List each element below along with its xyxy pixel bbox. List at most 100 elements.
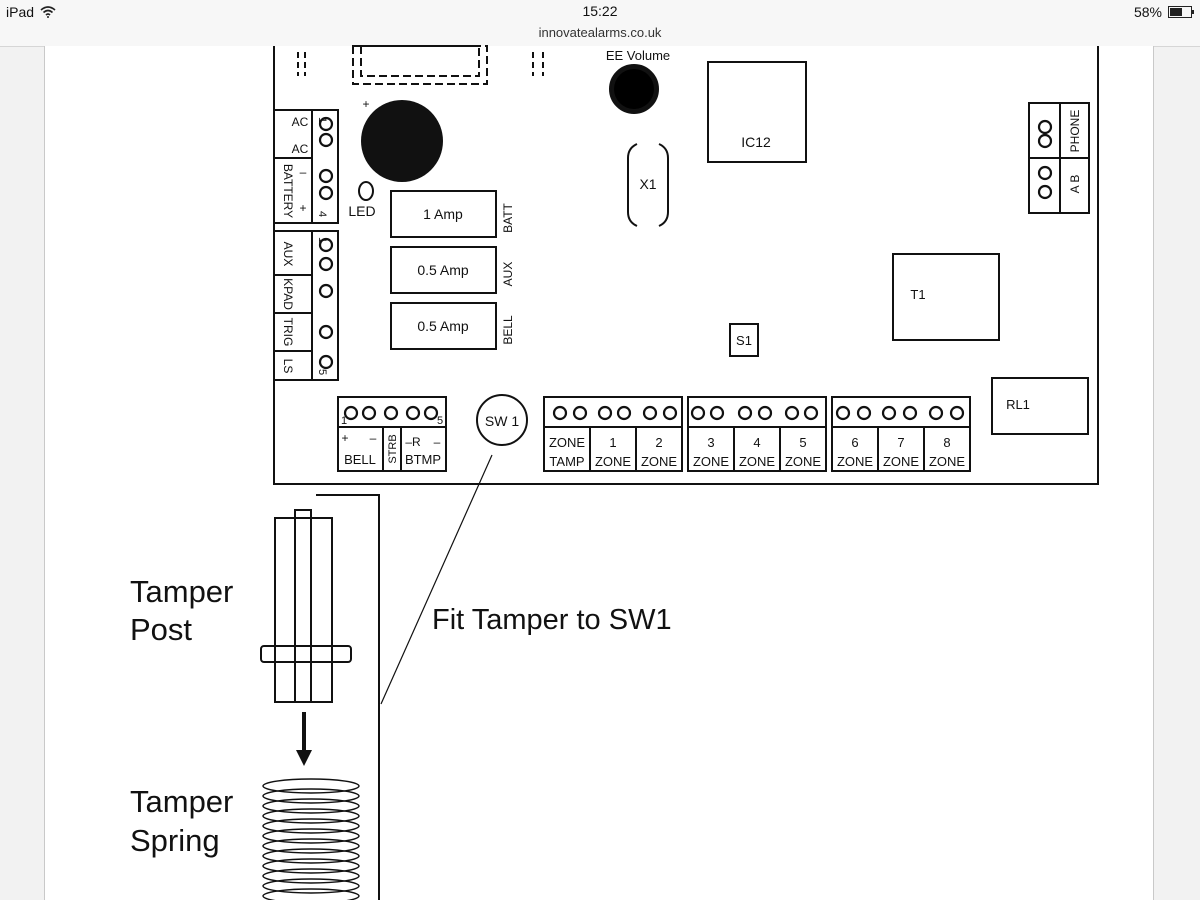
spring-coil xyxy=(262,888,360,900)
zone-8-number: 8 xyxy=(943,435,950,450)
device-name: iPad xyxy=(6,4,35,20)
rl1-label: RL1 xyxy=(1006,397,1030,412)
dashed-component-inner xyxy=(360,45,480,77)
terminal-pin-zone-block-2-4 xyxy=(757,405,773,421)
tamper-post-label-line1: Tamper xyxy=(130,574,233,609)
battery-minus: – xyxy=(300,165,307,179)
terminal-pin-zone-block-2-5 xyxy=(784,405,800,421)
spring-coil xyxy=(262,778,360,794)
terminal-pin-aux-3 xyxy=(318,283,334,299)
x1-label: X1 xyxy=(639,176,656,192)
zone-2-number: 2 xyxy=(655,435,662,450)
fuse-bell-rating: 0.5 Amp xyxy=(417,318,469,334)
fuse-aux-rating: 0.5 Amp xyxy=(417,262,469,278)
sw1-switch xyxy=(476,394,528,446)
phone-pin-2 xyxy=(1037,133,1053,149)
rl1-relay xyxy=(991,377,1089,435)
spring-coil xyxy=(262,868,360,884)
battery-label: BATTERY xyxy=(281,164,295,218)
fuse-aux xyxy=(390,246,497,294)
fuse-bell-label: BELL xyxy=(501,315,515,345)
tamper-spring-label-line2: Spring xyxy=(130,823,220,858)
pin-number-5-left: 5 xyxy=(316,369,328,375)
zone-5-label: ZONE xyxy=(785,454,821,469)
tamper-post-washer xyxy=(260,645,352,663)
battery-plus: + xyxy=(299,201,306,215)
fuse-batt xyxy=(390,190,497,238)
terminal-pin-zone-block-2-1 xyxy=(690,405,706,421)
kpad-label: KPAD xyxy=(281,278,295,310)
bell-pin-1: 1 xyxy=(341,415,347,427)
terminal-block-zones-tamp xyxy=(543,396,683,472)
zone-5-number: 5 xyxy=(799,435,806,450)
speaker-capacitor xyxy=(361,100,443,182)
case-edge xyxy=(316,494,380,900)
ee-volume-label: EE Volume xyxy=(606,48,670,63)
spring-coil xyxy=(262,818,360,834)
t1-transformer xyxy=(892,253,1000,341)
terminal-pin-zone-block-2-3 xyxy=(737,405,753,421)
status-left: iPad xyxy=(6,4,56,20)
minus2-label: – xyxy=(434,435,441,449)
pin-number-1-top: 1 xyxy=(316,117,328,123)
terminal-pin-zone-block-2-6 xyxy=(803,405,819,421)
zone-tamp-bottom: TAMP xyxy=(549,454,584,469)
wifi-icon xyxy=(40,6,56,18)
ic12-chip xyxy=(707,61,807,163)
terminal-pin-zone-block-1-4 xyxy=(616,405,632,421)
tamper-spring xyxy=(262,778,360,900)
terminal-pin-aux-1 xyxy=(318,237,334,253)
battery-icon xyxy=(1168,6,1194,18)
aux-label: AUX xyxy=(281,242,295,267)
tamper-post-rod xyxy=(294,509,312,703)
ios-status-bar: iPad 15:22 58% xyxy=(0,0,1200,24)
spring-coil xyxy=(262,878,360,894)
terminal-pin-aux-5 xyxy=(318,354,334,370)
document-page xyxy=(44,46,1154,900)
terminal-pin-bell-2 xyxy=(361,405,377,421)
led-label: LED xyxy=(348,203,375,219)
spring-coil xyxy=(262,808,360,824)
terminal-pin-zone-block-3-5 xyxy=(928,405,944,421)
ls-label: LS xyxy=(281,359,295,374)
terminal-pin-zone-block-3-3 xyxy=(881,405,897,421)
status-right: 58% xyxy=(1134,4,1194,20)
url-domain: innovatealarms.co.uk xyxy=(538,25,662,40)
terminal-pin-zone-block-3-4 xyxy=(902,405,918,421)
x1-crystal xyxy=(627,143,669,227)
zone-7-label: ZONE xyxy=(883,454,919,469)
ab-label: A B xyxy=(1068,175,1082,194)
dashed-mark-right xyxy=(532,52,544,76)
trig-label: TRIG xyxy=(281,318,295,347)
terminal-pin-bell-4 xyxy=(405,405,421,421)
terminal-pin-ac-battery-2 xyxy=(318,132,334,148)
ac-label-2: AC xyxy=(292,142,309,156)
zone-1-number: 1 xyxy=(609,435,616,450)
terminal-pin-bell-5 xyxy=(423,405,439,421)
s1-label: S1 xyxy=(736,333,752,348)
terminal-pin-zone-block-3-6 xyxy=(949,405,965,421)
zone-tamp-top: ZONE xyxy=(549,435,585,450)
battery-fill xyxy=(1170,8,1182,16)
spring-coil xyxy=(262,838,360,854)
zone-7-number: 7 xyxy=(897,435,904,450)
terminal-pin-ac-battery-1 xyxy=(318,116,334,132)
terminal-pin-aux-4 xyxy=(318,324,334,340)
terminal-pin-bell-3 xyxy=(383,405,399,421)
terminal-pin-zone-block-1-1 xyxy=(552,405,568,421)
terminal-block-ac-battery xyxy=(273,109,339,224)
dashed-component xyxy=(352,45,488,85)
terminal-pin-zone-block-1-2 xyxy=(572,405,588,421)
terminal-pin-aux-2 xyxy=(318,256,334,272)
s1-switch xyxy=(729,323,759,357)
spring-coil xyxy=(262,798,360,814)
zone-6-number: 6 xyxy=(851,435,858,450)
tamper-spring-label-line1: Tamper xyxy=(130,784,233,819)
dashed-mark-left xyxy=(297,52,306,76)
spring-coil xyxy=(262,828,360,844)
tamper-post-body xyxy=(274,517,333,703)
terminal-block-bell xyxy=(337,396,447,472)
terminal-pin-ac-battery-3 xyxy=(318,168,334,184)
terminal-pin-zone-block-3-1 xyxy=(835,405,851,421)
